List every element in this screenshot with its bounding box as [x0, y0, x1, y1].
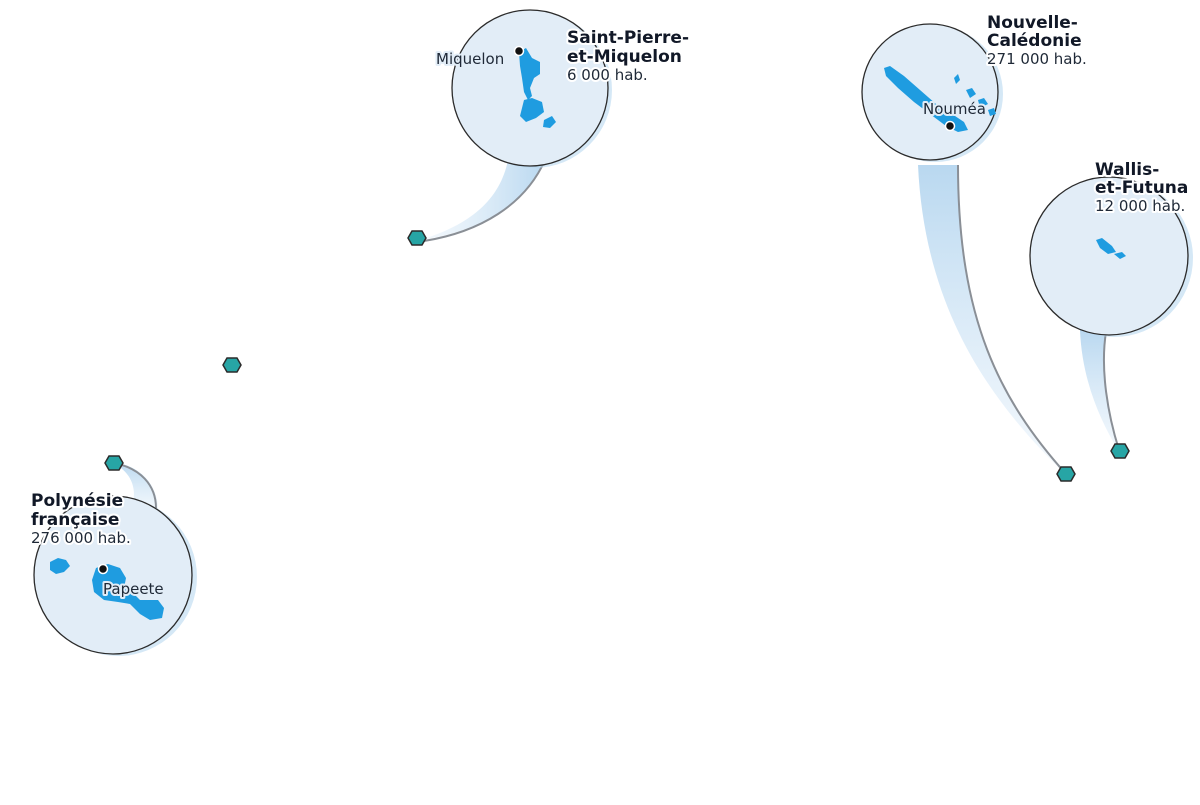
territory-name-line1: Saint-Pierre- [567, 28, 689, 48]
inset-nc[interactable]: Nouméa Nouvelle- Calédonie 271 000 hab. [861, 11, 1089, 162]
territory-population: 6 000 hab. [567, 66, 648, 84]
inset-circle [1029, 176, 1189, 336]
inset-circle [861, 23, 999, 161]
territory-name-line1: Wallis- [1095, 160, 1159, 180]
marker-spm[interactable] [407, 230, 427, 246]
leader-wf [1080, 330, 1118, 450]
location-markers [104, 230, 1130, 482]
leader-pf [112, 462, 158, 510]
leader-spm [420, 160, 545, 240]
city-label-papeete: Papeete [103, 580, 164, 598]
territory-population: 12 000 hab. [1095, 197, 1185, 215]
marker-nc[interactable] [1056, 466, 1076, 482]
territory-name-line2: Calédonie [987, 31, 1082, 51]
inset-pf[interactable]: Papeete Polynésie française 276 000 hab. [29, 489, 197, 656]
territory-name-line2: et-Miquelon [567, 47, 682, 67]
island-shapes [884, 66, 996, 132]
marker-unlabeled[interactable] [222, 357, 242, 373]
city-label-miquelon: Miquelon [436, 50, 504, 68]
marker-pf[interactable] [104, 455, 124, 471]
leader-nc [918, 165, 1065, 474]
leader-lines [112, 159, 1120, 510]
city-dot-papeete [97, 563, 109, 575]
island-shapes [50, 558, 164, 620]
territory-population: 276 000 hab. [31, 529, 131, 547]
city-label-noumea: Nouméa [923, 100, 986, 118]
territory-name-line2: et-Futuna [1095, 178, 1188, 198]
inset-spm[interactable]: Miquelon Saint-Pierre- et-Miquelon 6 000… [434, 9, 691, 168]
city-dot-noumea [944, 120, 956, 132]
territory-name-line1: Nouvelle- [987, 13, 1078, 33]
island-shapes [519, 48, 556, 128]
inset-wf[interactable]: Wallis- et-Futuna 12 000 hab. [1029, 158, 1193, 337]
city-dot-miquelon [513, 45, 525, 57]
territory-population: 271 000 hab. [987, 50, 1087, 68]
territory-name-line1: Polynésie [31, 491, 123, 511]
marker-wf[interactable] [1110, 443, 1130, 459]
island-shapes [1096, 238, 1126, 259]
territory-name-line2: française [31, 510, 119, 530]
